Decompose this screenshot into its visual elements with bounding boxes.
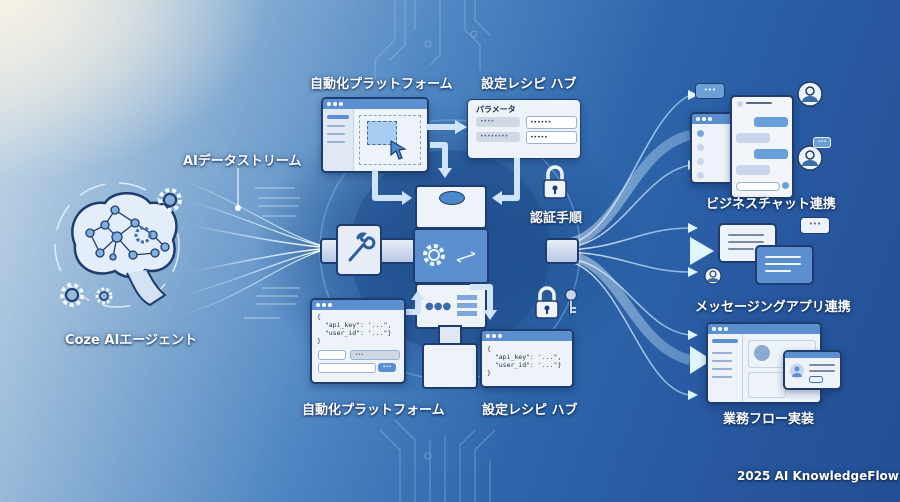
- recipe-hub-bottom-window: { "api_key": '...", "user_id": '..."} }: [480, 329, 574, 388]
- gear-icon: [158, 188, 182, 212]
- workflow-label: 業務フロー実装: [723, 412, 815, 427]
- automation-bottom-label: 自動化プラットフォーム: [302, 403, 445, 418]
- footer-credit: 2025 AI KnowledgeFlow: [737, 469, 899, 483]
- sync-arrows-icon: [456, 251, 476, 263]
- business-chat-label: ビジネスチャット連携: [706, 197, 836, 212]
- panel-title: パラメータ: [476, 105, 516, 114]
- hub-base-block: [422, 343, 478, 389]
- message-bubble: [755, 245, 814, 285]
- user-avatar-icon: [704, 267, 722, 285]
- text-input[interactable]: [318, 363, 376, 373]
- submit-button[interactable]: •••: [378, 363, 396, 372]
- recipe-hub-top-panel: パラメータ •••• •••••• •••••••• •••••: [467, 99, 581, 159]
- hub-lower-block: ●●●: [415, 283, 487, 329]
- agent-label: Coze AIエージェント: [65, 333, 198, 348]
- cursor-icon: [390, 139, 407, 160]
- window-titlebar: [482, 331, 572, 341]
- messaging-app-node: •••: [700, 215, 860, 295]
- recipe-hub-bottom-label: 設定レシピ ハブ: [482, 403, 578, 418]
- gear-icon: [423, 244, 445, 266]
- gear-icon: [60, 283, 84, 307]
- user-avatar-icon: [790, 364, 804, 378]
- code-snippet: { "api_key": '...", "user_id": '..."} }: [317, 313, 392, 345]
- gear-icon: [95, 287, 113, 305]
- chat-window: [730, 95, 794, 199]
- agent-node: [54, 175, 195, 315]
- auth-label: 認証手順: [530, 211, 583, 226]
- key-icon: [564, 288, 578, 315]
- lock-icon: [543, 165, 567, 199]
- automation-top-window: [321, 97, 429, 173]
- business-chat-node: ••• •••: [690, 75, 860, 199]
- window-titlebar: [323, 99, 427, 109]
- messaging-app-label: メッセージングアプリ連携: [695, 300, 851, 315]
- lock-icon: [535, 286, 559, 319]
- dropdown-select[interactable]: •••: [350, 350, 400, 360]
- chat-bubble-icon: •••: [695, 83, 725, 99]
- pipe-connector: [545, 238, 579, 264]
- text-input[interactable]: [318, 350, 346, 360]
- automation-top-label: 自動化プラットフォーム: [310, 77, 453, 92]
- user-avatar-icon: [797, 81, 823, 107]
- profile-card: [783, 350, 842, 390]
- param-key: ••••: [476, 117, 520, 127]
- chat-bubble-icon: •••: [813, 137, 831, 148]
- param-value-input[interactable]: •••••: [526, 131, 577, 144]
- code-snippet: { "api_key": '...", "user_id": '..."} }: [487, 345, 562, 377]
- central-hub: ●●●: [410, 180, 490, 390]
- param-key: ••••••••: [476, 132, 520, 142]
- hub-middle-block: [413, 228, 489, 284]
- brain-network-icon: [54, 182, 180, 308]
- param-value-input[interactable]: ••••••: [526, 116, 577, 129]
- automation-bottom-window: { "api_key": '...", "user_id": '..."} } …: [310, 298, 406, 384]
- window-titlebar: [312, 300, 404, 310]
- wrench-box: [336, 224, 382, 276]
- recipe-hub-top-label: 設定レシピ ハブ: [481, 77, 577, 92]
- user-avatar-icon: [797, 145, 823, 171]
- wrench-icon: [348, 232, 376, 262]
- data-stream-label: AIデータストリーム: [183, 154, 302, 169]
- chat-bubble-icon: •••: [800, 217, 830, 234]
